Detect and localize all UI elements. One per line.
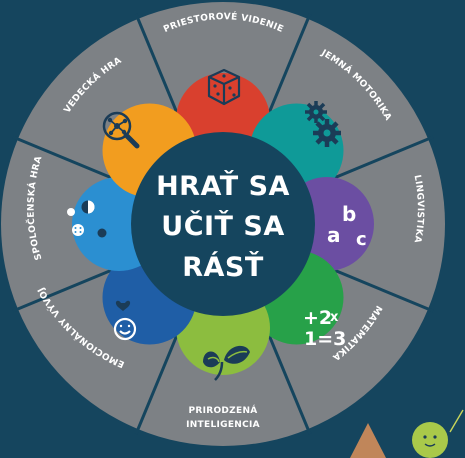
smiling-leaf-decoration bbox=[412, 409, 464, 458]
center-line-2: UČIŤ SA bbox=[161, 210, 284, 242]
center-line-1: HRAŤ SA bbox=[156, 170, 290, 202]
magnifier-molecule-icon bbox=[102, 111, 140, 149]
abc-letters-icon: a b c bbox=[327, 202, 367, 250]
center-circle bbox=[131, 132, 315, 316]
dice-icon bbox=[207, 68, 241, 106]
social-dots-icon bbox=[67, 200, 107, 238]
svg-text:c: c bbox=[356, 229, 367, 250]
svg-text:b: b bbox=[342, 202, 356, 226]
svg-text:1=3: 1=3 bbox=[304, 328, 346, 350]
label-lingvistika: LINGVISTIKA bbox=[412, 174, 425, 244]
label-inteligencia: INTELIGENCIA bbox=[186, 420, 260, 430]
leaves-icon bbox=[203, 345, 250, 381]
tree-decoration bbox=[350, 423, 386, 458]
label-prirodzena: PRIRODZENÁ bbox=[188, 404, 257, 416]
svg-text:x: x bbox=[330, 310, 339, 325]
gears-icon bbox=[305, 101, 341, 147]
center-line-3: RÁSŤ bbox=[182, 251, 264, 283]
math-equation-icon: +2 x 1=3 bbox=[303, 307, 346, 350]
smiling-face-icon bbox=[113, 300, 137, 341]
svg-text:a: a bbox=[327, 223, 341, 247]
svg-text:+2: +2 bbox=[303, 307, 332, 329]
